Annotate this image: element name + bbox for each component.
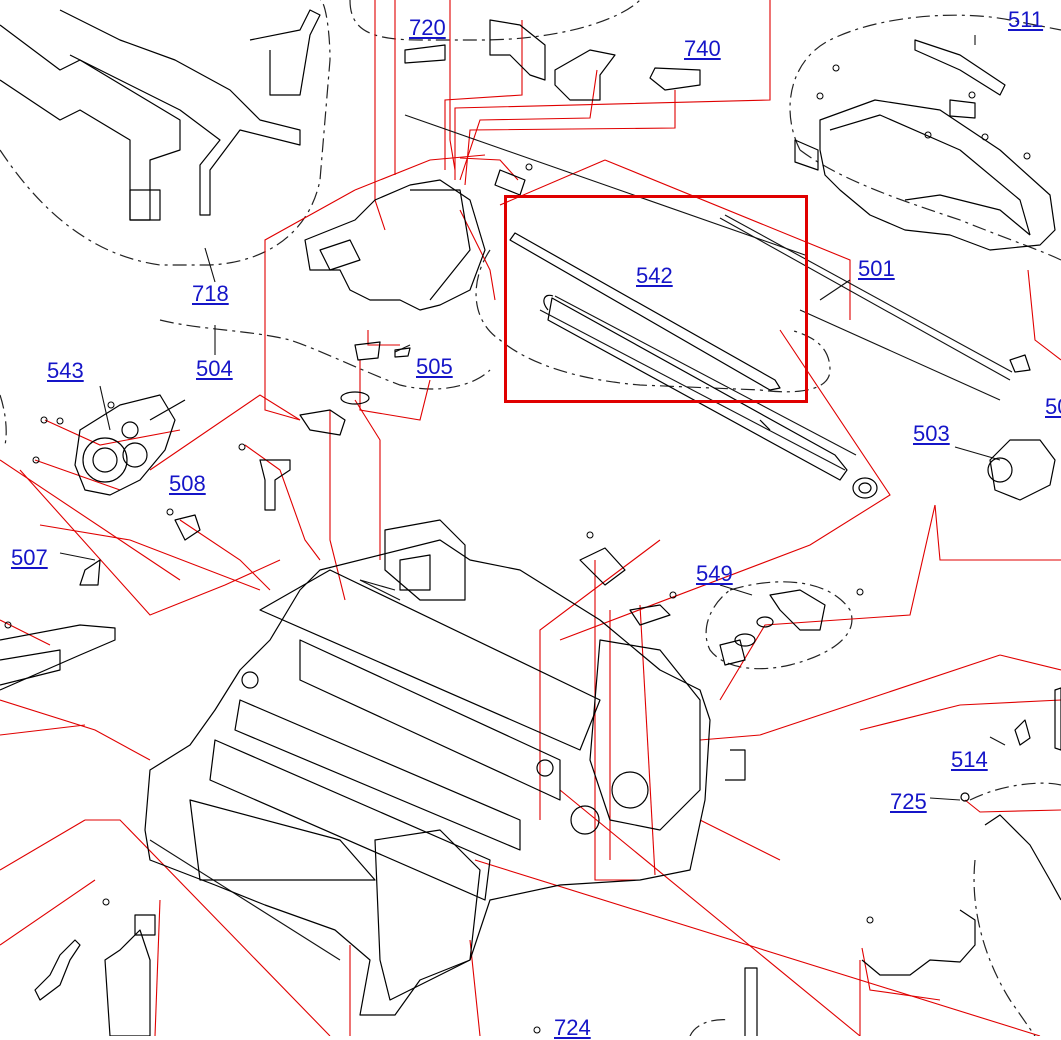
part-label-505[interactable]: 505 — [416, 354, 453, 379]
part-label-724[interactable]: 724 — [554, 1015, 591, 1040]
part-label-542[interactable]: 542 — [636, 263, 673, 288]
part-label-740[interactable]: 740 — [684, 36, 721, 61]
part-label-501[interactable]: 501 — [858, 256, 895, 281]
component-outlines — [0, 9, 1061, 1036]
axis-lines — [59, 35, 1013, 961]
screws — [4, 64, 1031, 1034]
part-label-507[interactable]: 507 — [11, 545, 48, 570]
part-label-508[interactable]: 508 — [169, 471, 206, 496]
part-label-725[interactable]: 725 — [890, 789, 927, 814]
part-label-718[interactable]: 718 — [192, 281, 229, 306]
part-label-503[interactable]: 503 — [913, 421, 950, 446]
part-label-549[interactable]: 549 — [696, 561, 733, 586]
part-label-504[interactable]: 504 — [196, 356, 233, 381]
part-label-720[interactable]: 720 — [409, 15, 446, 40]
part-label-514[interactable]: 514 — [951, 747, 988, 772]
part-label-543[interactable]: 543 — [47, 358, 84, 383]
part-label-50x[interactable]: 50 — [1045, 394, 1061, 419]
part-label-511[interactable]: 511 — [1008, 7, 1044, 32]
